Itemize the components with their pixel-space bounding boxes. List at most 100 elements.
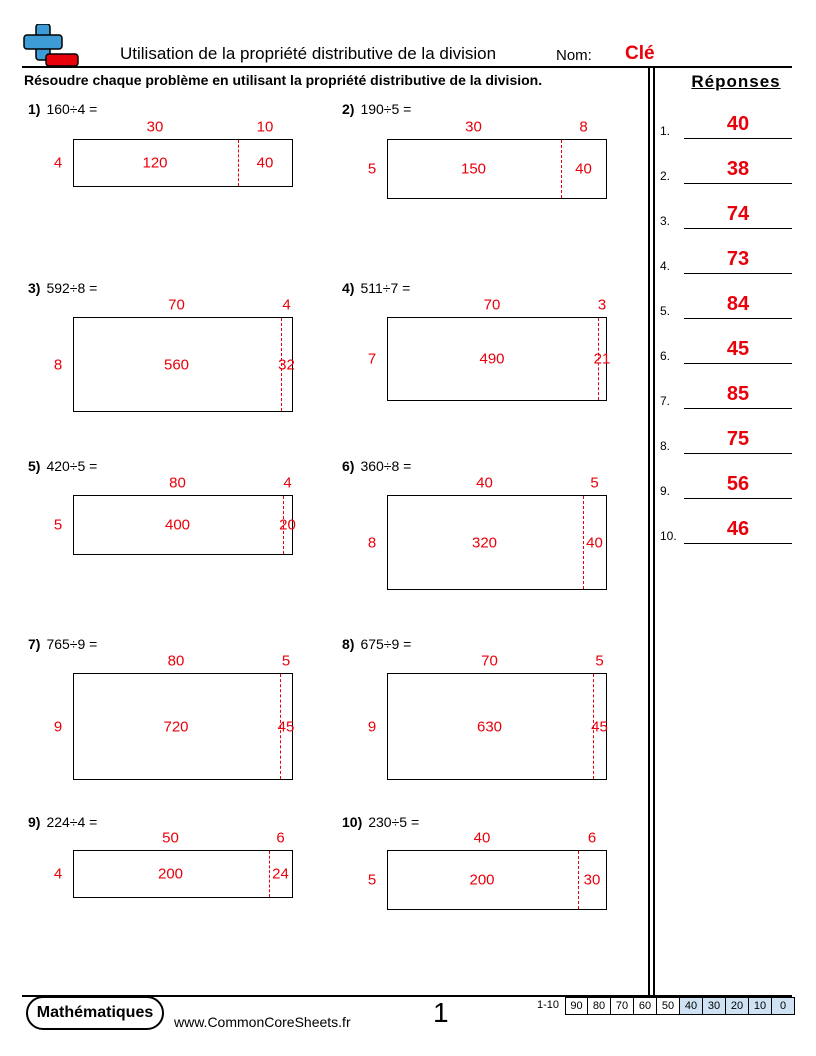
part-a-value: 400 — [164, 516, 191, 534]
split-line — [561, 140, 562, 198]
split-line — [281, 318, 282, 411]
problem-number: 3) — [28, 280, 41, 296]
part-b-value: 45 — [277, 718, 295, 735]
problem-expression: 230÷5 = — [368, 814, 420, 830]
top-label-b: 10 — [256, 118, 274, 136]
answer-line — [684, 453, 792, 454]
problem-label: 3)592÷8 = — [28, 280, 97, 296]
top-label-a: 40 — [473, 829, 491, 847]
top-label-b: 5 — [281, 652, 291, 670]
answer-value: 38 — [726, 158, 750, 180]
problem-expression: 420÷5 = — [46, 458, 98, 474]
answer-value: 74 — [726, 203, 750, 225]
problem-expression: 675÷9 = — [360, 636, 412, 652]
answer-value: 85 — [726, 383, 750, 405]
answer-line — [684, 408, 792, 409]
top-label-b: 5 — [590, 474, 599, 492]
part-b-value: 24 — [272, 865, 289, 883]
part-b-value: 40 — [256, 154, 274, 172]
subject-badge: Mathématiques — [26, 996, 164, 1030]
answer-line — [684, 273, 792, 274]
part-b-value: 45 — [591, 718, 608, 735]
part-a-value: 150 — [460, 160, 487, 178]
answer-number: 6. — [660, 349, 671, 363]
problem-label: 10) 230÷5 = — [342, 814, 419, 830]
answer-value: 46 — [726, 518, 750, 540]
area-model-box — [73, 495, 293, 555]
answer-number: 5. — [660, 304, 671, 318]
area-model-box — [387, 495, 607, 590]
part-a-value: 320 — [471, 534, 498, 551]
score-cell: 0 — [772, 997, 796, 1015]
problem-expression: 511÷7 = — [360, 280, 411, 296]
answer-line — [684, 228, 792, 229]
problem-label: 9) 224÷4 = — [28, 814, 97, 830]
problem-number: 10) — [342, 814, 363, 830]
answer-number: 3. — [660, 214, 671, 228]
problem-expression: 224÷4 = — [46, 814, 98, 830]
part-a-value: 720 — [163, 718, 189, 735]
top-label-b: 4 — [282, 296, 291, 314]
part-a-value: 200 — [157, 865, 184, 883]
divisor-label: 5 — [367, 871, 377, 889]
score-cell: 60 — [634, 997, 658, 1015]
problem-label: 1)160÷4 = — [28, 101, 97, 117]
problem-number: 2) — [342, 101, 355, 117]
problem-label: 8)675÷9 = — [342, 636, 411, 652]
split-line — [593, 674, 594, 779]
part-b-value: 40 — [586, 534, 603, 551]
problem-label: 6) 360÷8 = — [342, 458, 411, 474]
answer-value: 84 — [726, 293, 750, 315]
answer-line — [684, 363, 792, 364]
area-model-box — [73, 317, 293, 412]
top-label-a: 30 — [465, 118, 482, 136]
problem-number: 4) — [342, 280, 355, 296]
answer-number: 2. — [660, 169, 671, 183]
problem-label: 5)420÷5 = — [28, 458, 97, 474]
score-cell: 20 — [726, 997, 750, 1015]
score-cell: 50 — [657, 997, 681, 1015]
top-label-a: 70 — [483, 296, 501, 314]
divisor-label: 9 — [53, 718, 63, 735]
answer-value: 45 — [726, 338, 750, 360]
problem-number: 1) — [28, 101, 41, 117]
problem-number: 9) — [28, 814, 41, 830]
instructions: Résoudre chaque problème en utilisant la… — [24, 72, 543, 88]
top-label-b: 6 — [276, 829, 285, 847]
worksheet-title: Utilisation de la propriété distributive… — [120, 44, 497, 63]
answer-key-label: Clé — [625, 43, 655, 64]
answer-value: 40 — [726, 113, 750, 135]
top-label-a: 40 — [476, 474, 493, 492]
answer-number: 10. — [660, 529, 677, 543]
answer-line — [684, 543, 792, 544]
area-model-box — [387, 673, 607, 780]
score-cell: 80 — [588, 997, 612, 1015]
problem-expression: 360÷8 = — [360, 458, 412, 474]
part-b-value: 40 — [575, 160, 592, 178]
top-label-b: 8 — [579, 118, 588, 136]
problem-label: 4) 511÷7 = — [342, 280, 410, 296]
part-a-value: 560 — [163, 356, 190, 373]
split-line — [283, 496, 284, 554]
score-cell: 40 — [680, 997, 704, 1015]
top-label-a: 30 — [146, 118, 164, 136]
part-a-value: 120 — [142, 154, 168, 172]
footer-rule — [22, 995, 792, 997]
score-cell: 30 — [703, 997, 727, 1015]
part-b-value: 32 — [278, 356, 295, 373]
top-label-a: 70 — [481, 652, 498, 670]
top-label-b: 5 — [595, 652, 604, 670]
part-a-value: 490 — [479, 350, 505, 368]
area-model-box — [387, 850, 607, 910]
top-label-a: 70 — [168, 296, 185, 314]
problem-number: 6) — [342, 458, 355, 474]
answer-line — [684, 183, 792, 184]
area-model-box — [73, 850, 293, 898]
divisor-label: 7 — [367, 350, 377, 368]
divisor-label: 5 — [367, 160, 377, 178]
answer-line — [684, 318, 792, 319]
divisor-label: 5 — [53, 516, 63, 534]
answer-number: 7. — [660, 394, 671, 408]
divisor-label: 9 — [367, 718, 377, 735]
